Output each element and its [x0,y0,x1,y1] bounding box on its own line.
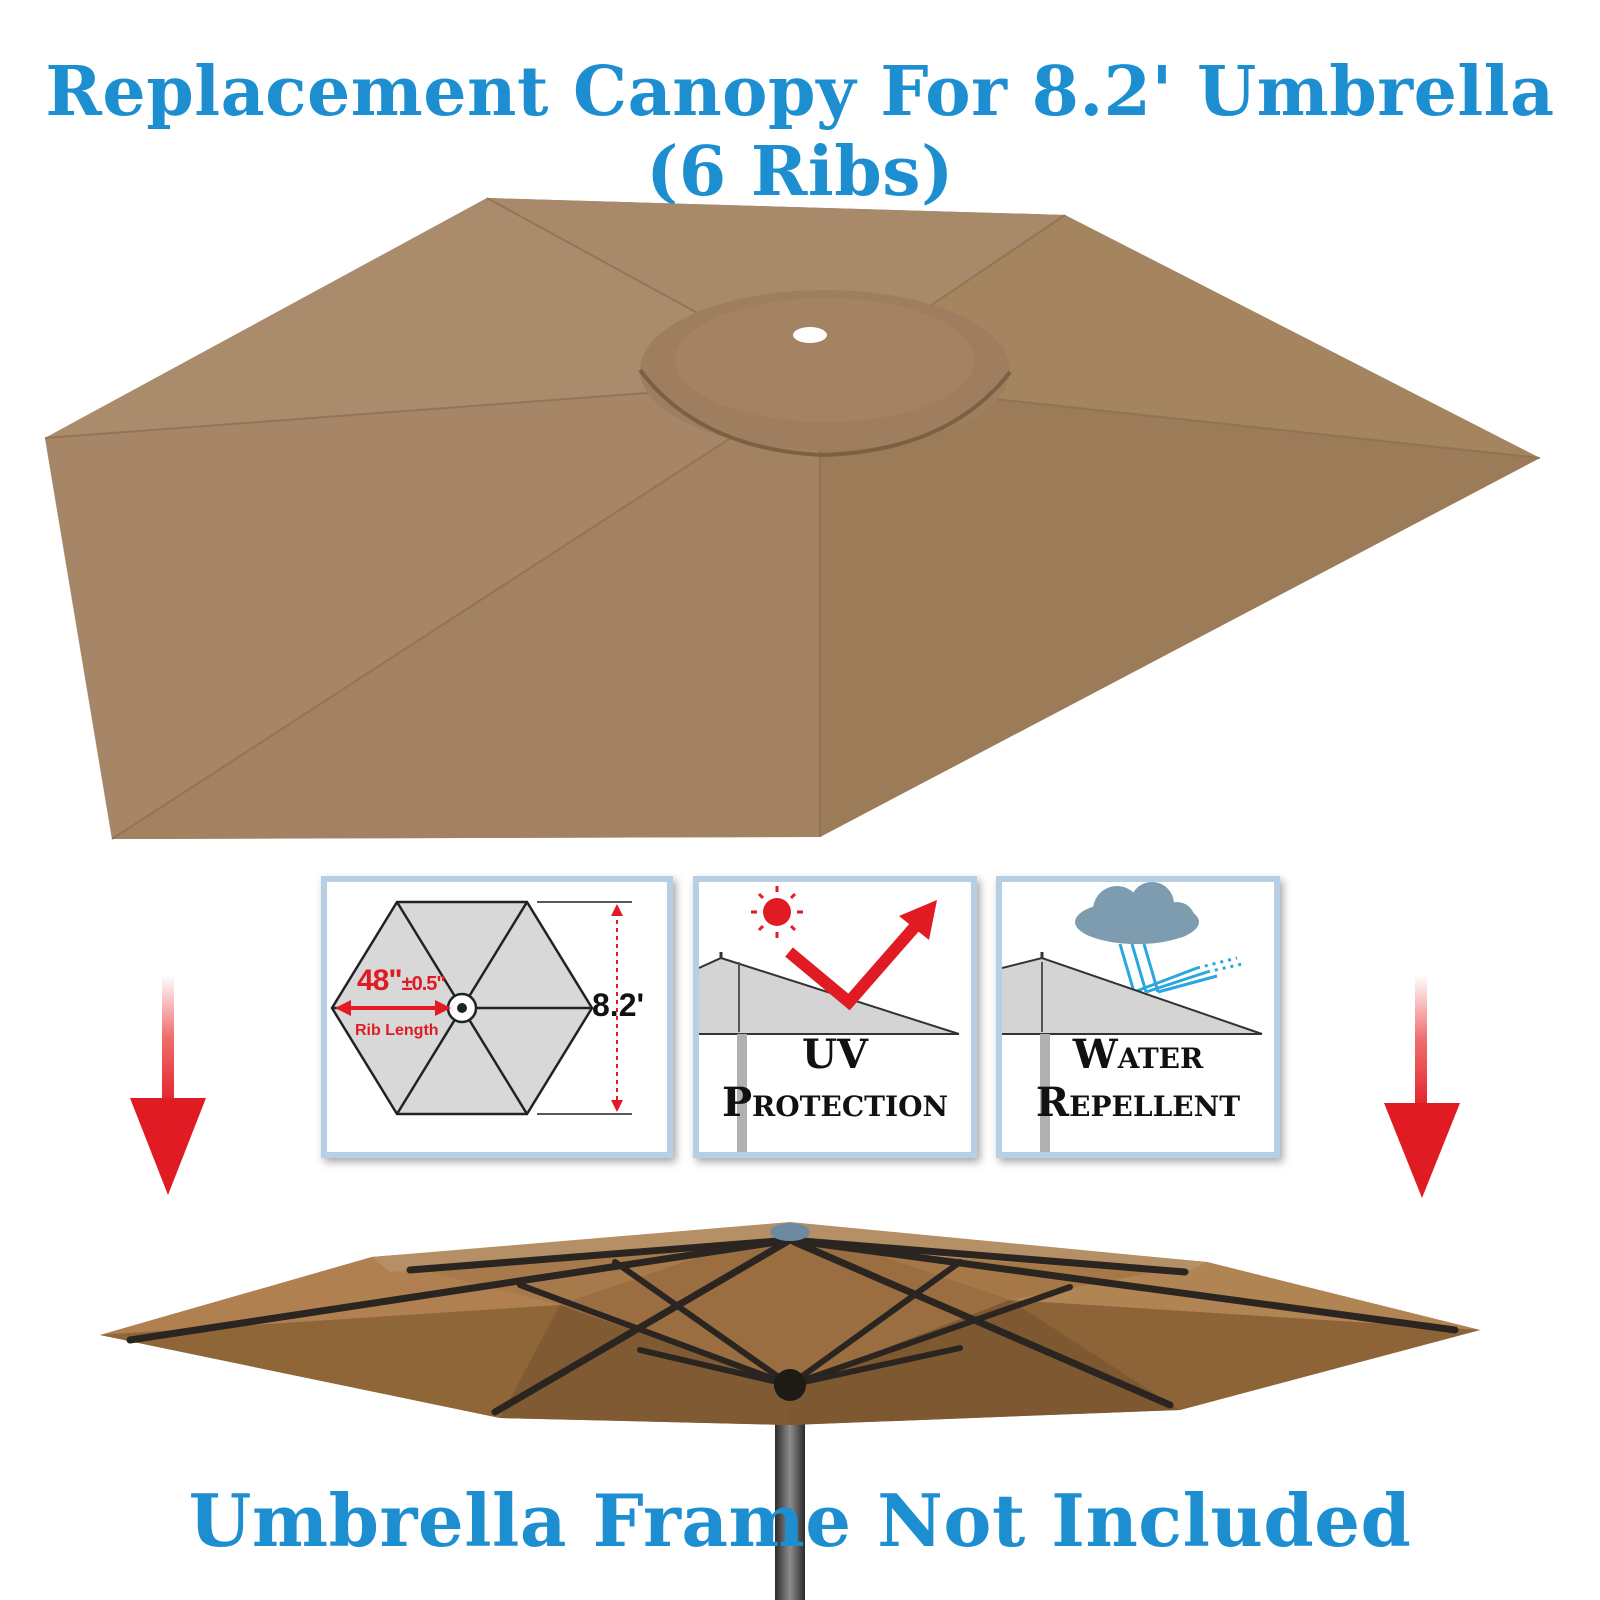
left-down-arrow [130,975,206,1195]
rain-cloud-icon [1075,882,1199,944]
water-label-line2: Repellent [1035,1079,1241,1126]
rib-length-tolerance: ±0.5" [401,973,446,995]
canopy-top-view [44,197,1541,840]
umbrella-underside-view [100,1222,1480,1600]
rib-length-label: Rib Length [355,1022,439,1039]
water-repellent-card: Water Repellent [996,876,1280,1158]
hexagon-size-diagram [330,900,632,1116]
frame-not-included-note: Umbrella Frame Not Included [188,1478,1412,1563]
right-down-arrow [1384,975,1460,1198]
size-diagram-card: 48"±0.5" Rib Length 8.2' [321,876,673,1158]
water-illustration [1002,882,1263,1152]
water-label-line1: Water [1072,1031,1204,1078]
uv-label-line1: UV [802,1031,868,1078]
uv-label-line2: Protection [721,1079,949,1126]
uv-illustration [699,886,960,1152]
sun-icon [751,886,803,938]
diameter-value: 8.2' [592,987,645,1023]
rib-length-value: 48" [357,964,403,997]
uv-protection-card: UV Protection [693,876,977,1158]
page-title: Replacement Canopy For 8.2' Umbrella (6 … [45,52,1555,212]
